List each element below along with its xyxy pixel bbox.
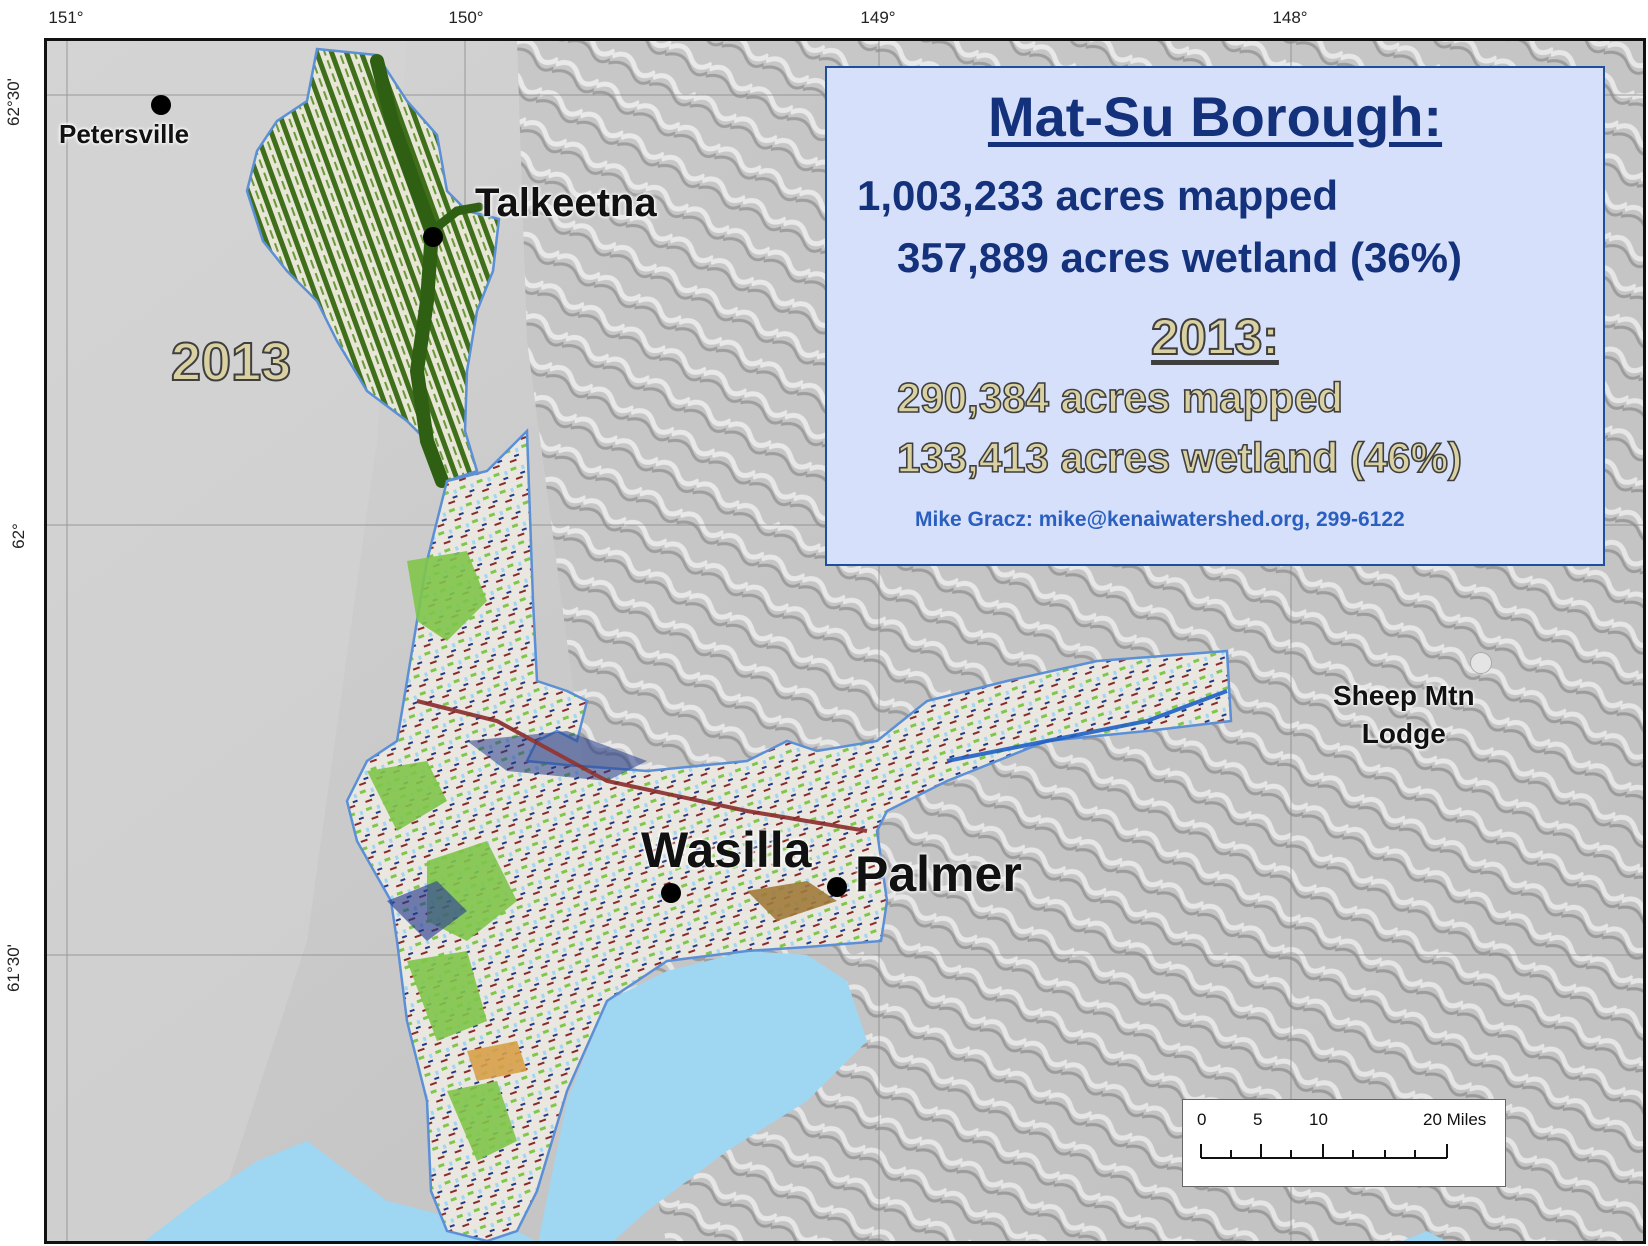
year-mapped-text: 290,384 acres mapped xyxy=(896,373,1344,422)
scale-bar-ruler xyxy=(1200,1144,1448,1159)
talkeetna-label: Talkeetna xyxy=(475,181,657,225)
wasilla-marker[interactable] xyxy=(661,883,681,903)
longitude-label-148: 148° xyxy=(1272,8,1308,27)
panel-title: Mat-Su Borough: xyxy=(987,85,1443,148)
scale-label-5: 5 xyxy=(1253,1110,1263,1129)
latitude-label-62: 62° xyxy=(8,523,28,549)
palmer-marker[interactable] xyxy=(827,877,847,897)
wasilla-label: Wasilla xyxy=(641,822,812,878)
sheep-mtn-lodge-marker[interactable] xyxy=(1470,652,1492,674)
palmer-label: Palmer xyxy=(855,846,1022,902)
scale-label-10: 10 xyxy=(1309,1110,1328,1129)
petersville-marker[interactable] xyxy=(151,95,171,115)
latitude-label-62-30: 62°30' xyxy=(3,78,23,126)
panel-year: 2013: xyxy=(1150,308,1280,366)
scale-bar: 0 5 10 20 Miles xyxy=(1182,1099,1506,1187)
sheep-mtn-lodge-line2: Lodge xyxy=(1361,718,1446,749)
contact-text[interactable]: Mike Gracz: mike@kenaiwatershed.org, 299… xyxy=(915,508,1405,531)
sheep-mtn-lodge-line1: Sheep Mtn xyxy=(1333,680,1475,711)
longitude-label-150: 150° xyxy=(448,8,484,27)
map-frame[interactable]: Petersville Talkeetna 2013 Wasilla Palme… xyxy=(44,38,1646,1244)
region-year-label: 2013 xyxy=(170,331,292,393)
sheep-mtn-lodge-label: Sheep Mtn Lodge xyxy=(1333,677,1475,753)
info-panel: Mat-Su Borough: 1,003,233 acres mapped 3… xyxy=(825,66,1605,566)
longitude-label-149: 149° xyxy=(860,8,896,27)
longitude-label-151: 151° xyxy=(48,8,84,27)
total-mapped-text: 1,003,233 acres mapped xyxy=(857,172,1338,219)
scale-label-20-miles: 20 Miles xyxy=(1423,1110,1487,1129)
total-wetland-text: 357,889 acres wetland (36%) xyxy=(897,234,1462,281)
petersville-label: Petersville xyxy=(59,119,190,149)
latitude-label-61-30: 61°30' xyxy=(3,944,23,992)
year-wetland-text: 133,413 acres wetland (46%) xyxy=(896,433,1463,482)
talkeetna-marker[interactable] xyxy=(423,227,443,247)
scale-label-0: 0 xyxy=(1197,1110,1207,1129)
